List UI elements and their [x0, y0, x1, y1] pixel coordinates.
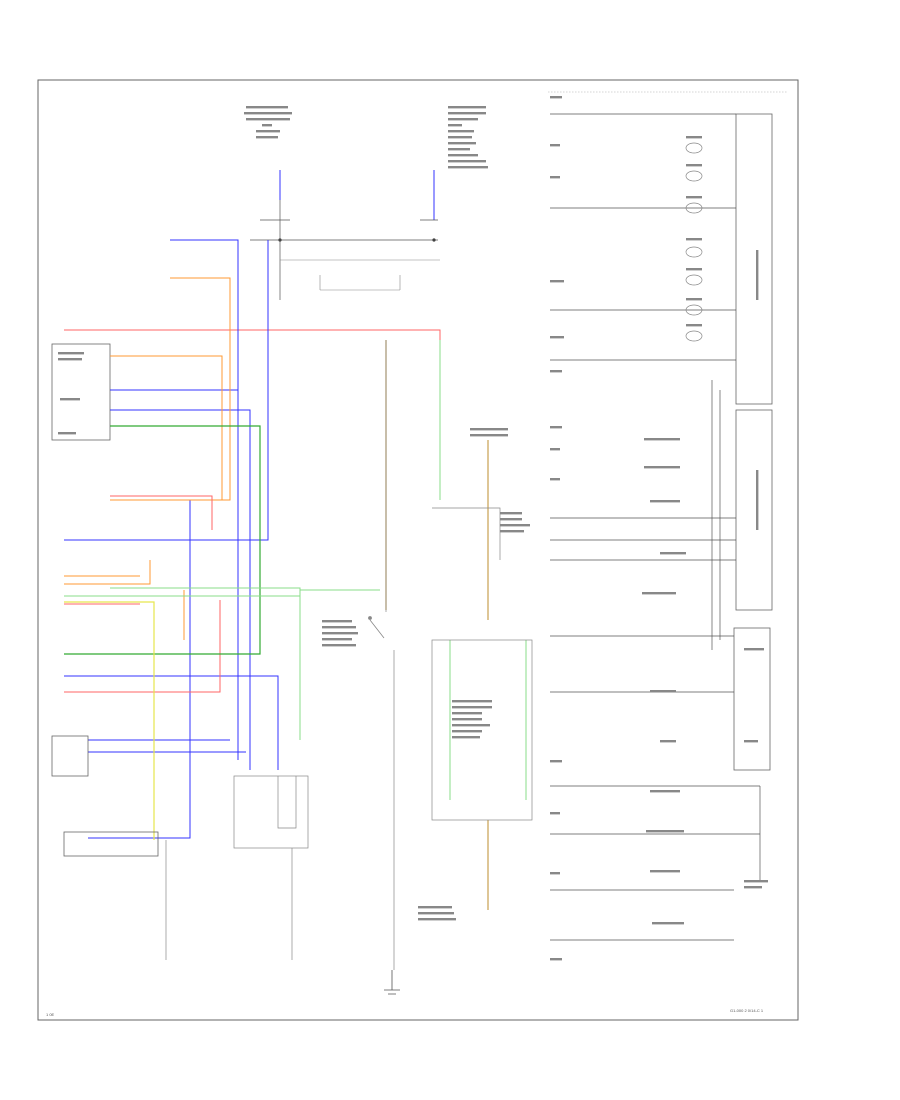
center-right-labels [418, 428, 530, 921]
right-bulbs [685, 142, 703, 342]
wire-black-center [385, 340, 395, 970]
left-module-text [58, 352, 84, 435]
center-right-module-box [431, 639, 533, 821]
bulb-1 [685, 142, 703, 154]
top-center-connector-labels [244, 106, 292, 139]
wire-black-top-bus [250, 200, 438, 300]
left-section [51, 106, 488, 970]
bottom-left-module [63, 831, 159, 857]
wire-blue-4 [88, 500, 246, 839]
wire-ground-bottom-center [384, 970, 400, 995]
wire-blue-5 [64, 240, 269, 541]
bottom-right-label: G1-000 2 0/14-C 1 [730, 1008, 764, 1013]
bulb-3 [685, 202, 703, 214]
right-upper-housing [735, 113, 773, 405]
right-section [550, 96, 773, 961]
wire-orange-1 [110, 277, 231, 501]
bulb-5 [685, 274, 703, 286]
bulb-4 [685, 246, 703, 258]
right-labels [550, 96, 768, 961]
wire-yellow [64, 601, 155, 840]
wire-green-main [64, 425, 261, 655]
wire-light-green-mid [64, 587, 380, 740]
bulb-2 [685, 170, 703, 182]
lower-left-module [51, 735, 89, 777]
center-switch [368, 616, 385, 639]
wire-connection-center [432, 507, 501, 560]
left-control-module [51, 343, 111, 441]
bulb-7 [685, 330, 703, 342]
right-horizontal-wires [550, 113, 761, 941]
center-right-section [384, 428, 533, 995]
wire-orange-3 [64, 560, 185, 640]
wire-black-ground-loop [280, 259, 440, 291]
lower-left-component-box [233, 775, 309, 849]
top-right-connector-labels [448, 106, 488, 169]
right-lower-housing [733, 627, 771, 771]
bulb-6 [685, 304, 703, 316]
wire-red-main [64, 329, 441, 340]
wire-blue-2 [110, 409, 251, 770]
wire-green-box [449, 640, 527, 800]
right-middle-housing [735, 409, 773, 611]
wire-red-lower [64, 495, 221, 693]
wire-blue-1 [110, 239, 239, 760]
lower-left-internal [277, 776, 297, 829]
bottom-left-label: 1 0E [46, 1012, 55, 1017]
center-switch-labels [322, 620, 358, 647]
housing-vertical-labels [756, 250, 759, 530]
wire-blue-3 [64, 675, 279, 770]
diagram-frame [37, 79, 799, 1021]
wire-orange-2 [110, 355, 223, 500]
